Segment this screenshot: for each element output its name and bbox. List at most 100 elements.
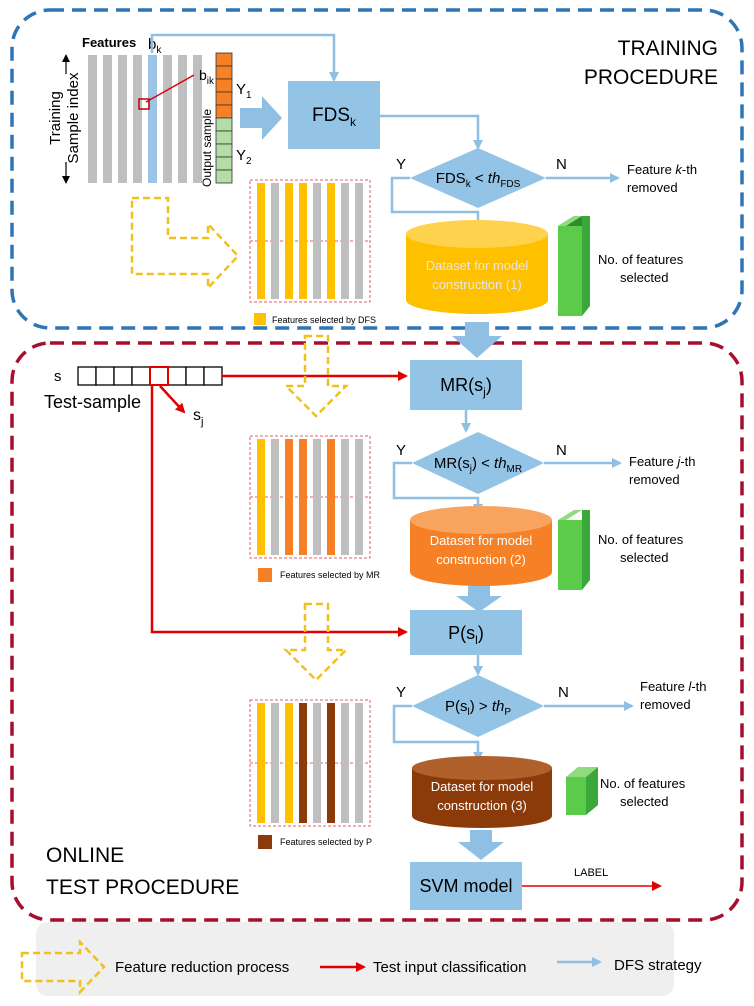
p-no-label: N <box>558 684 569 701</box>
p-selected-matrix <box>249 699 371 827</box>
matrix-feature-column <box>299 439 307 555</box>
fds-removed-line1: Feature k-th <box>627 162 697 177</box>
matrix-feature-column <box>313 439 321 555</box>
count-1-line2: selected <box>620 270 668 285</box>
legend-reduction-arrow-icon <box>20 938 106 996</box>
matrix-feature-column <box>271 439 279 555</box>
sj-label: sj <box>193 407 203 428</box>
bk-to-fds-connector <box>150 33 339 82</box>
sample-to-p-arrow <box>150 385 408 637</box>
y1-label: Y1 <box>236 81 252 101</box>
dataset-1-cylinder <box>406 220 548 314</box>
p-yes-connector <box>392 704 483 762</box>
dataset-3-cylinder <box>412 756 552 828</box>
training-axis-label: Training <box>47 91 64 145</box>
mr-decision-diamond <box>412 432 544 494</box>
dataset-2-line1: Dataset for model <box>430 533 533 548</box>
p-box <box>410 610 522 655</box>
dataset2-to-p-arrow <box>456 586 502 612</box>
online-reduction-arrow-1 <box>282 334 350 418</box>
mr-legend-label: Features selected by MR <box>280 570 381 580</box>
online-reduction-arrow-2 <box>282 602 350 682</box>
matrix-feature-column <box>327 439 335 555</box>
dfs-selected-matrix <box>249 179 371 303</box>
feature-count-cube-3 <box>566 767 598 815</box>
s-label: s <box>54 368 62 385</box>
online-title-line2: TEST PROCEDURE <box>46 876 239 899</box>
training-title-line2: PROCEDURE <box>584 66 718 89</box>
legend-test-input-label: Test input classification <box>373 959 526 976</box>
input-to-fds-arrow <box>240 96 282 140</box>
sample-index-axis-label: Sample index <box>65 72 82 163</box>
matrix-feature-column <box>257 183 265 299</box>
mr-removed-line1: Feature j-th <box>629 454 695 469</box>
dataset3-to-svm-arrow <box>458 830 504 860</box>
matrix-feature-column <box>285 183 293 299</box>
label-output: LABEL <box>574 867 608 879</box>
p-label: P(sl) <box>448 623 484 647</box>
matrix-feature-column <box>355 439 363 555</box>
dataset-1-line1: Dataset for model <box>426 258 529 273</box>
p-legend-swatch <box>258 835 272 849</box>
legend-panel <box>36 922 674 996</box>
features-label: Features <box>82 35 136 50</box>
matrix-feature-column <box>327 183 335 299</box>
fds-condition: FDSk < thFDS <box>436 170 521 190</box>
dataset-1-line2: construction (1) <box>432 277 522 292</box>
mr-label: MR(sj) <box>440 375 492 399</box>
y2-label: Y2 <box>236 147 252 167</box>
matrix-feature-column <box>271 703 279 823</box>
online-title-line1: ONLINE <box>46 844 124 867</box>
p-removed-line1: Feature l-th <box>640 679 706 694</box>
fds-no-label: N <box>556 156 567 173</box>
fds-yes-connector <box>390 176 483 230</box>
dataset-2-line2: construction (2) <box>436 552 526 567</box>
matrix-feature-column <box>285 703 293 823</box>
output-sample-label: Output sample <box>200 109 214 187</box>
matrix-feature-column <box>313 703 321 823</box>
count-1-line1: No. of features <box>598 252 684 267</box>
mr-legend-swatch <box>258 568 272 582</box>
matrix-feature-column <box>271 183 279 299</box>
matrix-feature-column <box>341 183 349 299</box>
bk-label: bk <box>148 36 162 56</box>
p-decision-diamond <box>412 675 544 737</box>
mr-condition: MR(sj) < thMR <box>434 455 522 475</box>
count-2-line2: selected <box>620 550 668 565</box>
p-condition: P(sl) > thP <box>445 698 511 718</box>
matrix-feature-column <box>257 439 265 555</box>
dfs-legend-label: Features selected by DFS <box>272 315 376 325</box>
matrix-feature-column <box>313 183 321 299</box>
svm-label: SVM model <box>419 876 512 896</box>
dataset-3-line2: construction (3) <box>437 798 527 813</box>
bik-cell <box>138 98 150 110</box>
dataset-3-line1: Dataset for model <box>431 779 534 794</box>
legend-reduction-label: Feature reduction process <box>115 959 289 976</box>
mr-yes-label: Y <box>396 442 406 459</box>
p-yes-label: Y <box>396 684 406 701</box>
matrix-feature-column <box>355 183 363 299</box>
count-2-line1: No. of features <box>598 532 684 547</box>
matrix-feature-column <box>327 703 335 823</box>
mr-removed-line2: removed <box>629 472 680 487</box>
fds-removed-line2: removed <box>627 180 678 195</box>
legend-dfs-label: DFS strategy <box>614 957 702 974</box>
fds-yes-label: Y <box>396 156 406 173</box>
matrix-feature-column <box>299 703 307 823</box>
dfs-legend-swatch <box>254 313 266 325</box>
feature-count-cube-2 <box>558 510 590 590</box>
mr-yes-connector <box>392 461 483 514</box>
fds-to-decision-connector <box>380 114 483 150</box>
training-title-line1: TRAINING <box>618 37 718 60</box>
count-3-line1: No. of features <box>600 776 686 791</box>
fds-label: FDSk <box>312 105 357 129</box>
matrix-feature-column <box>341 439 349 555</box>
fds-box <box>288 81 380 149</box>
bik-pointer <box>145 74 195 103</box>
fds-decision-diamond <box>410 148 546 208</box>
feature-count-cube-1 <box>558 216 590 316</box>
dataset-2-cylinder <box>410 506 552 586</box>
matrix-feature-column <box>341 703 349 823</box>
test-sample-label: Test-sample <box>44 392 141 412</box>
